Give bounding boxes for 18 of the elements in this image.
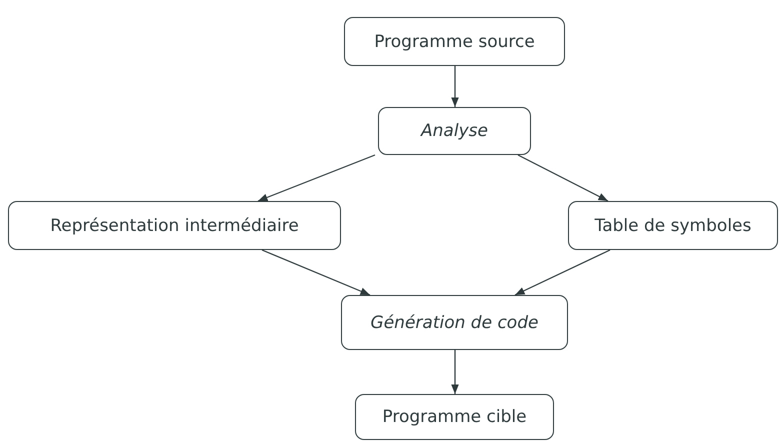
process-box: [355, 394, 554, 440]
process-box: [378, 107, 531, 155]
node-label: Analyse: [421, 121, 488, 141]
process-box: [341, 295, 568, 350]
process-box: [568, 201, 778, 250]
node-label: Génération de code: [370, 312, 538, 332]
arrow: [262, 249, 370, 296]
process-box: [8, 201, 341, 250]
node-label: Programme source: [374, 32, 535, 52]
node-label: Représentation intermédiaire: [50, 216, 299, 236]
arrow: [258, 154, 376, 202]
arrow: [518, 154, 608, 202]
process-box: [344, 17, 565, 66]
node-label: Table de symboles: [594, 216, 752, 236]
arrow: [451, 66, 459, 107]
arrow: [451, 350, 459, 394]
node-label: Programme cible: [382, 407, 527, 427]
arrow: [514, 249, 610, 296]
